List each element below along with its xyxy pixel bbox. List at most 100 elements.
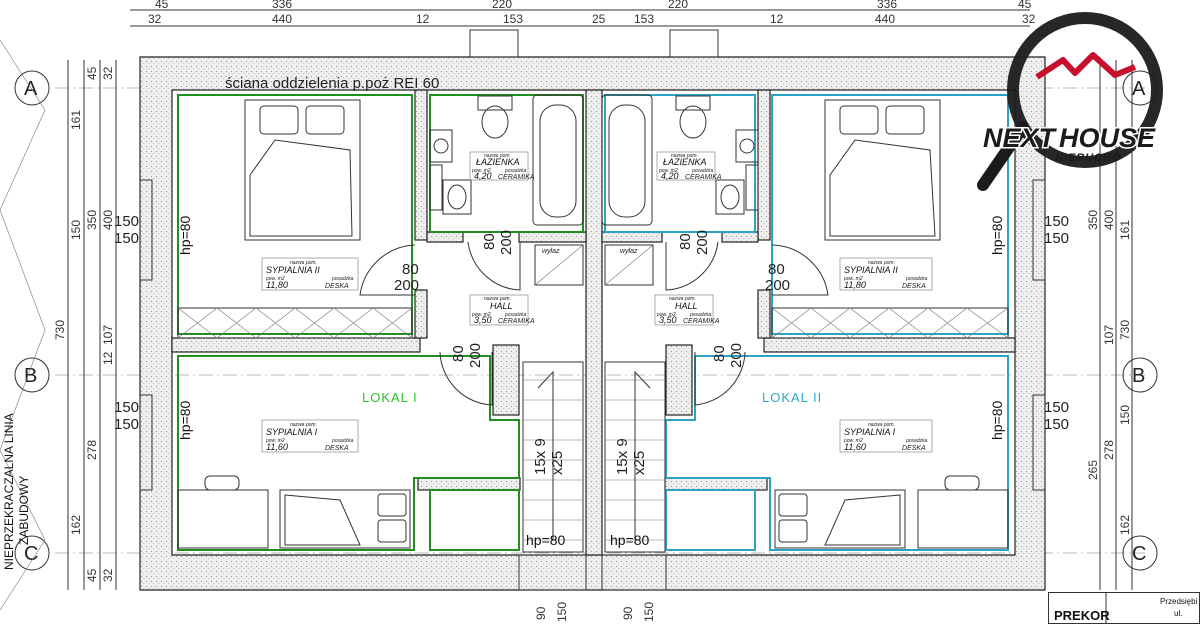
axis-c-right: C (1132, 543, 1146, 565)
attic-hatch: wyłaz wyłaz (534, 244, 654, 286)
svg-text:4,20: 4,20 (474, 171, 492, 181)
svg-text:posadzka: posadzka (504, 168, 527, 174)
hp-labels: hp=80 hp=80 hp=80 hp=80 hp=80 hp=80 (177, 215, 1005, 548)
dim-top-r2-7: 12 (770, 12, 784, 26)
axis-c-left: C (24, 543, 38, 565)
dim-right-7: 150 (1118, 405, 1132, 425)
svg-text:11,80: 11,80 (266, 280, 288, 290)
door-l1-w: 80 (402, 261, 419, 278)
svg-text:3,50: 3,50 (474, 315, 492, 325)
svg-text:posadzka: posadzka (504, 312, 527, 318)
doors (359, 241, 829, 406)
dim-left-7: 107 (101, 325, 115, 345)
room-label-hall-2: nazwa pom. HALL pow. m2 posadzka 3,50 CE… (654, 294, 720, 326)
stairs-label-1b: x25 (549, 451, 566, 475)
dim-top-r2-8: 440 (875, 12, 895, 26)
stamp-side: Przedsiębi (1160, 597, 1198, 606)
dim-right-2: 400 (1102, 210, 1116, 230)
logo-sub: NIERUCHO (1055, 152, 1122, 164)
dim-right-6: 265 (1086, 460, 1100, 480)
svg-text:nazwa pom.: nazwa pom. (484, 296, 511, 302)
hp-5: hp=80 (526, 532, 566, 548)
win-4: 150 (114, 416, 139, 433)
room-label-sypialnia-ii-2: nazwa pom. SYPIALNIA II pow. m2 posadzka… (839, 257, 933, 291)
svg-text:nazwa pom.: nazwa pom. (671, 153, 698, 159)
svg-text:HALL: HALL (490, 301, 513, 311)
svg-text:CERAMIKA: CERAMIKA (683, 318, 720, 325)
door-l2-h: 200 (765, 277, 790, 294)
svg-text:CERAMIKA: CERAMIKA (498, 318, 535, 325)
svg-text:ŁAZIENKA: ŁAZIENKA (476, 157, 520, 167)
svg-text:DESKA: DESKA (325, 283, 349, 290)
dim-right-8: 162 (1118, 515, 1132, 535)
svg-text:nazwa pom.: nazwa pom. (290, 422, 317, 428)
svg-text:pow. m2: pow. m2 (471, 312, 491, 318)
hp-1: hp=80 (177, 215, 193, 255)
dim-top-r2-2: 440 (272, 12, 292, 26)
dim-left-s5: 32 (101, 568, 115, 582)
svg-text:SYPIALNIA II: SYPIALNIA II (844, 265, 898, 275)
dim-bottom-2: 150 (555, 602, 569, 622)
room-label-sypialnia-i-1: nazwa pom. SYPIALNIA I pow. m2 posadzka … (261, 419, 359, 453)
dim-left-s3: 12 (101, 351, 115, 365)
dim-left-s1: 45 (85, 66, 99, 80)
svg-text:nazwa pom.: nazwa pom. (868, 422, 895, 428)
svg-text:DESKA: DESKA (902, 283, 926, 290)
dim-top-2: 336 (272, 0, 292, 11)
party-wall (585, 89, 603, 556)
magnifier-ring-icon (1007, 12, 1163, 168)
door-labels: 80 200 80 200 80 200 80 200 80 200 80 20… (394, 230, 790, 368)
svg-text:pow. m2: pow. m2 (471, 168, 491, 174)
axis-b-right: B (1132, 365, 1145, 387)
svg-text:posadzka: posadzka (905, 438, 928, 444)
dim-bottom-4: 150 (642, 602, 656, 622)
bathroom-fixtures (429, 94, 759, 226)
svg-text:11,60: 11,60 (266, 442, 288, 452)
dim-left-s4: 45 (85, 568, 99, 582)
svg-text:DESKA: DESKA (902, 445, 926, 452)
svg-text:pow. m2: pow. m2 (658, 168, 678, 174)
nexthouse-logo: NEXT HOUSE NIERUCHO (977, 12, 1163, 191)
dim-bottom-3: 90 (621, 606, 635, 620)
interior-walls (139, 89, 1046, 591)
dim-right-5: 278 (1102, 440, 1116, 460)
dim-right-4: 730 (1118, 320, 1132, 340)
svg-text:posadzka: posadzka (331, 438, 354, 444)
wylaz-label-2: wyłaz (620, 248, 638, 255)
svg-text:11,80: 11,80 (844, 280, 866, 290)
stairs-label-2a: 15x 9 (614, 438, 631, 475)
top-dimensions: 45 336 220 220 336 45 32 440 12 153 25 1… (130, 0, 1036, 27)
magnifier-handle-icon (977, 121, 1029, 191)
wall-note: ściana oddzielenia p.poż REI 60 (225, 75, 439, 92)
boundary-note-1: NIEPRZEKRACZALNA LINIA (2, 413, 16, 570)
dim-top-r2-3: 12 (416, 12, 430, 26)
room-label-sypialnia-ii-1: nazwa pom. SYPIALNIA II pow. m2 posadzka… (261, 257, 359, 291)
room-labels: nazwa pom. ŁAZIENKA pow. m2 posadzka 4,2… (261, 151, 933, 453)
wylaz-label-1: wyłaz (542, 248, 560, 255)
axis-b-left: B (24, 365, 37, 387)
door-b2-w: 80 (677, 233, 694, 250)
dim-left-6: 400 (101, 210, 115, 230)
logo-text-b: HOUSE (1059, 123, 1156, 153)
win-7: 150 (1044, 399, 1069, 416)
svg-text:4,20: 4,20 (661, 171, 679, 181)
win-6: 150 (1044, 230, 1069, 247)
dim-top-r2-1: 32 (148, 12, 162, 26)
svg-text:CERAMIKA: CERAMIKA (685, 174, 722, 181)
lokal-1-label: LOKAL I (362, 390, 418, 405)
svg-text:pow. m2: pow. m2 (265, 438, 285, 444)
dim-bottom-1: 90 (534, 606, 548, 620)
win-3: 150 (114, 399, 139, 416)
win-5: 150 (1044, 213, 1069, 230)
door-h1-h: 200 (467, 343, 484, 368)
dim-top-r2-9: 32 (1022, 12, 1036, 26)
stamp-company: PREKOR (1054, 608, 1110, 623)
door-b2-h: 200 (694, 230, 711, 255)
door-l1-h: 200 (394, 277, 419, 294)
svg-text:ŁAZIENKA: ŁAZIENKA (663, 157, 707, 167)
stairs-label-1a: 15x 9 (532, 438, 549, 475)
win-8: 150 (1044, 416, 1069, 433)
win-2: 150 (114, 230, 139, 247)
dim-left-8: 730 (53, 320, 67, 340)
